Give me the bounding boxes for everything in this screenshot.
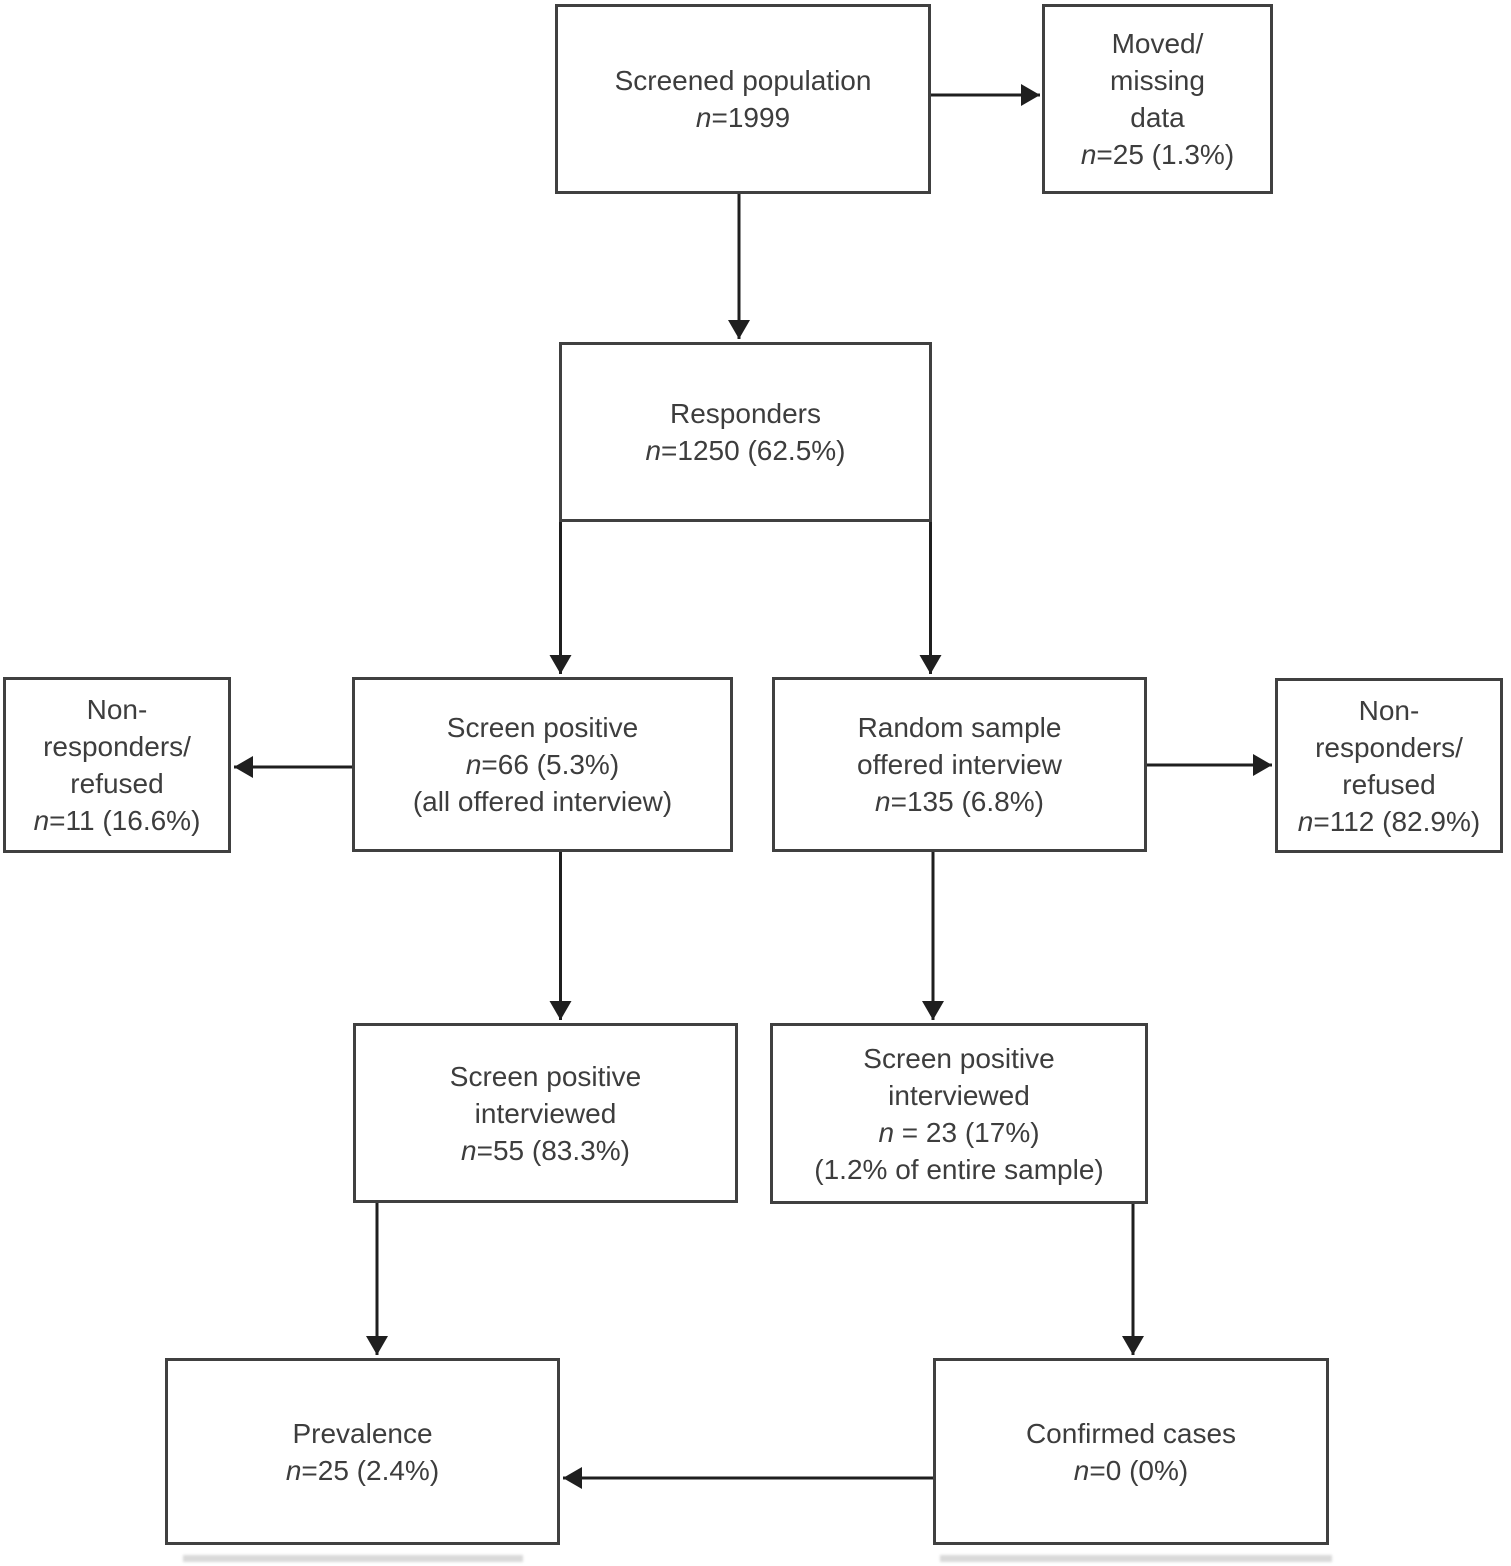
box-line: Moved/ (1111, 28, 1204, 59)
box-line: refused (1342, 768, 1436, 800)
box-screened-population: Screened population n=1999 (555, 4, 931, 194)
box-line: n=55 (83.3%) (461, 1134, 630, 1166)
box-non-responders-refused-right: Non-responders/refused n=112 (82.9%) (1275, 678, 1503, 853)
box-line: n=25 (2.4%) (285, 1454, 440, 1486)
box-moved-missing-data: Moved/missing data n=25 (1.3%) (1042, 4, 1273, 194)
box-line: n=25 (1.3%) (1080, 139, 1235, 170)
box-line: data (1130, 102, 1185, 133)
box-line: n=135 (6.8%) (875, 786, 1044, 817)
cropped-box-remnant-left (183, 1555, 523, 1562)
box-line: Screen positive (449, 1060, 642, 1092)
box-non-responders-refused-left: Non-responders/refused n=11 (16.6%) (3, 677, 231, 853)
box-line: interviewed (888, 1079, 1030, 1111)
box-prevalence: Prevalence n=25 (2.4%) (165, 1358, 560, 1545)
box-line: n=66 (5.3%) (465, 749, 620, 780)
box-line: (1.2% of entire sample) (814, 1153, 1104, 1185)
box-random-sample-offered-interview: Random sample offered interview n=135 (6.8… (772, 677, 1147, 852)
box-line: n=11 (16.6%) (33, 805, 201, 836)
box-screen-positive-interviewed-left: Screen positive interviewed n=55 (83.3%) (353, 1023, 738, 1203)
box-line: responders/ (1315, 731, 1463, 763)
box-line: Prevalence (292, 1417, 433, 1449)
box-line: Screen positive (863, 1042, 1055, 1074)
cropped-box-remnant-right (940, 1555, 1332, 1562)
box-line: responders/ (43, 731, 191, 762)
box-line: Confirmed cases (1025, 1417, 1237, 1449)
box-line: Non- (1358, 694, 1420, 726)
box-confirmed-cases: Confirmed cases n=0 (0%) (933, 1358, 1329, 1545)
box-line: n=1250 (62.5%) (645, 435, 846, 466)
box-line: n=1999 (695, 102, 791, 133)
box-line: Screened population (614, 65, 872, 96)
box-line: n=0 (0%) (1073, 1454, 1189, 1486)
box-line: Non- (86, 694, 148, 725)
box-line: Screen positive (446, 712, 639, 743)
box-line: n = 23 (17%) (878, 1116, 1040, 1148)
box-responders: Responders n=1250 (62.5%) (559, 342, 932, 522)
box-screen-positive: Screen positive n=66 (5.3%) (all offered i… (352, 677, 733, 852)
box-line: Random sample (857, 712, 1062, 743)
box-line: n=112 (82.9%) (1297, 805, 1481, 837)
box-screen-positive-interviewed-right: Screen positive interviewed n = 23 (17%) (1… (770, 1023, 1148, 1204)
box-line: (all offered interview) (412, 786, 673, 817)
box-line: missing (1110, 65, 1205, 96)
box-line: refused (70, 768, 164, 799)
box-line: interviewed (474, 1097, 617, 1129)
box-line: Responders (670, 398, 821, 429)
box-line: offered interview (857, 749, 1062, 780)
